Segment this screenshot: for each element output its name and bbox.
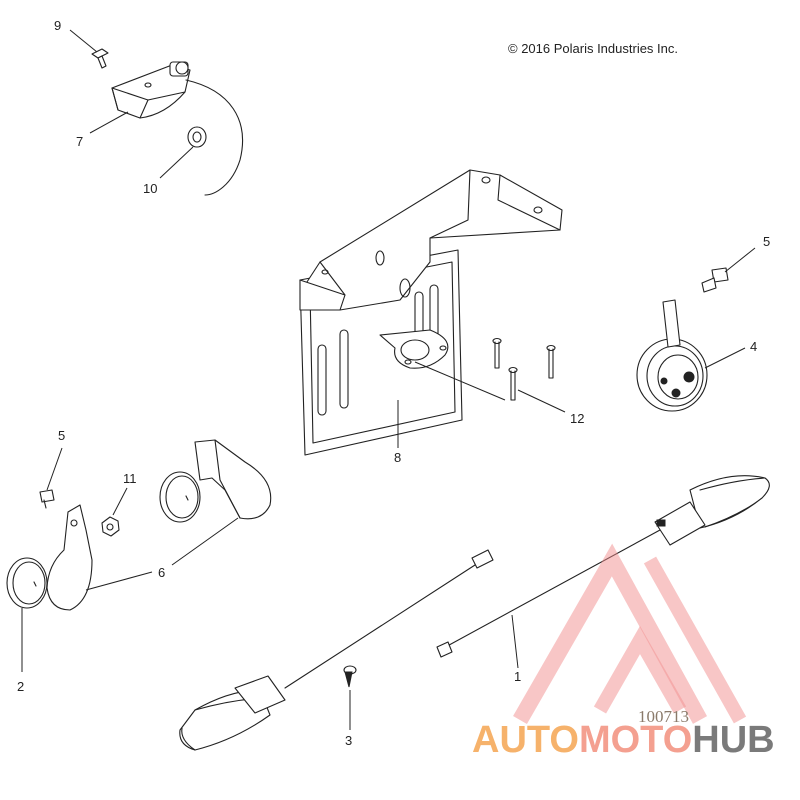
leader-1 bbox=[511, 614, 519, 669]
callout-9: 9 bbox=[54, 18, 61, 33]
callout-labels: 9 7 10 5 4 8 12 5 11 6 2 1 3 bbox=[17, 18, 770, 748]
leader-11 bbox=[112, 487, 128, 516]
part-3-screw[interactable] bbox=[343, 665, 357, 688]
watermark-triangle-right bbox=[643, 556, 747, 724]
leader-7 bbox=[89, 111, 129, 134]
part-12-bolts[interactable] bbox=[492, 337, 556, 401]
callout-10: 10 bbox=[143, 181, 157, 196]
leader-6a bbox=[85, 571, 153, 591]
watermark-triangle-inner bbox=[593, 625, 687, 714]
leader-5-lower bbox=[46, 447, 63, 491]
part-5-screw-lower[interactable] bbox=[39, 489, 55, 509]
leader-5-upper bbox=[724, 247, 756, 273]
part-9-screw[interactable] bbox=[91, 48, 109, 69]
part-7-plate-light[interactable] bbox=[111, 61, 244, 196]
watermark-moto: MOTO bbox=[579, 719, 692, 761]
part-8-mount-bracket[interactable] bbox=[299, 169, 563, 456]
callout-4: 4 bbox=[750, 339, 757, 354]
part-2-lens-cover-right[interactable] bbox=[159, 471, 201, 523]
part-10-grommet[interactable] bbox=[187, 126, 207, 148]
leader-12b bbox=[414, 361, 506, 401]
callout-6: 6 bbox=[158, 565, 165, 580]
leader-12a bbox=[517, 389, 566, 413]
watermark-text: AUTOMOTOHUB bbox=[472, 719, 775, 761]
part-6-bracket-right[interactable] bbox=[194, 439, 272, 520]
callout-2: 2 bbox=[17, 679, 24, 694]
callout-5-lower: 5 bbox=[58, 428, 65, 443]
watermark-hub: HUB bbox=[692, 719, 774, 761]
callout-12: 12 bbox=[570, 411, 584, 426]
callout-5-upper: 5 bbox=[763, 234, 770, 249]
part-4-horn[interactable] bbox=[636, 299, 708, 412]
watermark-auto: AUTO bbox=[472, 719, 579, 761]
callout-1: 1 bbox=[514, 669, 521, 684]
part-2-lens-cover-left[interactable] bbox=[6, 557, 48, 609]
watermark bbox=[513, 543, 747, 724]
callout-7: 7 bbox=[76, 134, 83, 149]
leader-9 bbox=[69, 29, 98, 53]
copyright-text: © 2016 Polaris Industries Inc. bbox=[508, 41, 678, 56]
part-6-bracket-left[interactable] bbox=[46, 504, 93, 611]
part-1-turn-signal-right[interactable] bbox=[436, 475, 770, 658]
leader-6b bbox=[171, 517, 239, 566]
part-5-screw-upper[interactable] bbox=[701, 267, 729, 293]
callout-8: 8 bbox=[394, 450, 401, 465]
part-11-nut[interactable] bbox=[101, 516, 120, 537]
diagram-number: 100713 bbox=[638, 707, 689, 726]
callout-3: 3 bbox=[345, 733, 352, 748]
part-1-turn-signal-left[interactable] bbox=[179, 549, 494, 751]
callout-11: 11 bbox=[123, 471, 137, 486]
watermark-triangle bbox=[513, 543, 708, 724]
leader-10 bbox=[159, 146, 194, 179]
leader-4 bbox=[704, 347, 746, 369]
leader-lines bbox=[21, 29, 756, 730]
